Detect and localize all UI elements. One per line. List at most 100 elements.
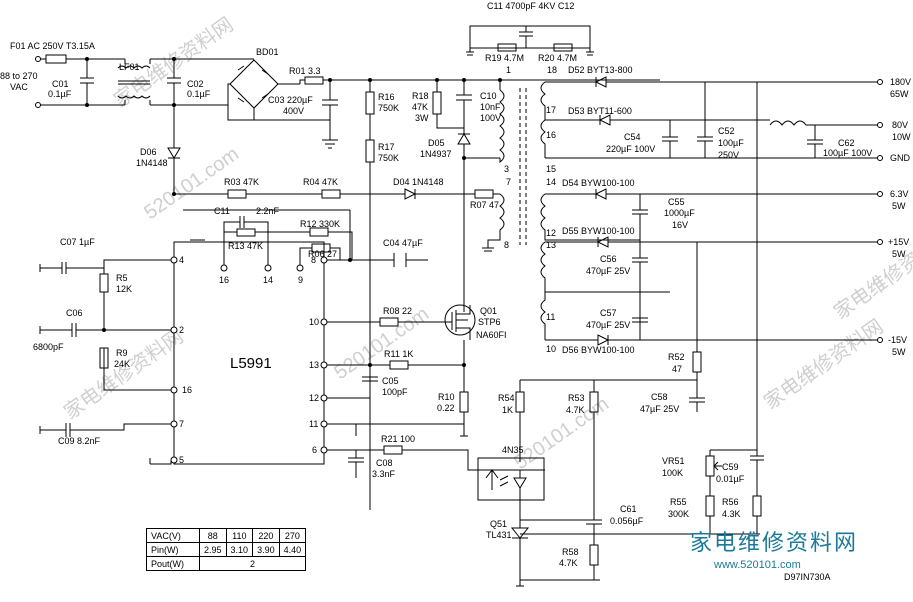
c01-symbol <box>80 59 94 105</box>
c10-label: C10 <box>480 91 497 101</box>
c56-c57-symbol <box>632 242 648 340</box>
tp7: 7 <box>506 177 511 187</box>
ic-pin: 14 <box>263 275 273 285</box>
watermark-text: 家电维修资料网 <box>760 315 888 414</box>
ic-label: L5991 <box>230 355 272 372</box>
ic-pin: 8 <box>311 255 316 265</box>
r56-value: 4.3K <box>722 509 741 519</box>
table-cell: 2 <box>198 556 307 571</box>
bd01-label: BD01 <box>256 47 279 57</box>
r21-label: R21 100 <box>381 434 415 444</box>
r07-label: R07 47 <box>470 200 499 210</box>
d54-symbol <box>545 188 880 200</box>
c56-label: C56 <box>600 254 617 264</box>
r58-label: R58 <box>562 547 579 557</box>
table-cell: 3.90 <box>252 542 280 557</box>
d04-symbol <box>392 188 500 200</box>
table-cell: 270 <box>278 528 307 543</box>
lf01-symbol <box>117 65 151 99</box>
out-80v: 80V <box>892 120 908 130</box>
r13-symbol <box>236 228 256 237</box>
r16-label: R16 <box>378 92 395 102</box>
q01-label: Q01 <box>480 306 497 316</box>
ic-pin: 2 <box>179 325 184 335</box>
table-cell: 3.10 <box>225 542 254 557</box>
out-80v-w: 10W <box>892 132 911 142</box>
r10-symbol <box>459 391 469 413</box>
c04-label: C04 47µF <box>383 238 423 248</box>
d06-label: D06 <box>140 147 157 157</box>
secondary-section: 18 17 16 15 D52 BYT13-800 D53 BYT11-600 … <box>540 65 911 414</box>
c04-symbol <box>327 253 428 267</box>
r12-label: R12 330K <box>300 219 340 229</box>
d55-symbol <box>545 236 880 248</box>
r06-label: R06 27 <box>308 249 337 259</box>
c56-value: 470µF 25V <box>586 266 630 276</box>
c08-value: 3.3nF <box>372 469 396 479</box>
r06-symbol <box>311 243 331 253</box>
input-section: F01 AC 250V T3.15A 88 to 270 VAC C01 0.1… <box>0 41 660 194</box>
c11-label: C11 <box>214 206 230 216</box>
c07-label: C07 1µF <box>60 237 95 247</box>
r53-label: R53 <box>568 393 585 403</box>
out-180v: 180V <box>890 77 911 87</box>
d52-label: D52 BYT13-800 <box>568 65 633 75</box>
brand-url: www.520101.com <box>713 559 801 571</box>
q51-label: Q51 <box>490 519 507 529</box>
tp15: 15 <box>546 164 556 174</box>
aux-winding <box>482 193 505 252</box>
c62-label: C62 <box>838 138 855 148</box>
watermark-text: 家电维修资料网 <box>60 325 188 424</box>
r5-label: R5 <box>116 273 128 283</box>
r18-symbol <box>432 91 442 115</box>
ic-pin: 5 <box>179 455 184 465</box>
lf01-label: LF01 <box>119 62 140 72</box>
r9-symbol <box>99 347 109 369</box>
r17-label: R17 <box>378 142 395 152</box>
q51-part: TL431 <box>486 530 512 540</box>
r55-value: 300K <box>668 509 689 519</box>
r18-value: 47K <box>412 102 428 112</box>
tp11: 11 <box>546 312 555 322</box>
c08-symbol <box>348 450 364 478</box>
d55-label: D55 BYW100-100 <box>562 226 635 236</box>
r10-label: R10 <box>438 392 455 402</box>
vr51-label: VR51 <box>662 456 685 466</box>
ic-pin: 4 <box>179 255 184 265</box>
ic-body <box>173 241 325 465</box>
r03-symbol <box>227 189 247 199</box>
c54-label: C54 <box>624 132 641 142</box>
r54-label: R54 <box>498 393 515 403</box>
r9-value: 24K <box>114 359 130 369</box>
feedback-section: R54 1K R53 4.7K 4N35 C61 0.056µF Q51 TL4… <box>477 82 831 587</box>
r08-label: R08 22 <box>383 306 412 316</box>
c11-value: 2.2nF <box>256 206 280 216</box>
d05-label: D05 <box>428 138 445 148</box>
c59-label: C59 <box>722 462 739 472</box>
r52-symbol <box>692 351 702 373</box>
r58-symbol <box>589 544 599 566</box>
c07-symbol <box>39 259 171 274</box>
input-vac-label: VAC <box>10 82 28 92</box>
r16-symbol <box>365 91 375 115</box>
r11-symbol <box>389 360 409 370</box>
ic-pin: 10 <box>309 317 319 327</box>
c10-value: 10nF <box>480 102 501 112</box>
ic-l5991: L5991 4 2 16 7 5 16 14 9 8 10 13 12 11 6… <box>33 237 545 479</box>
input-range-label: 88 to 270 <box>0 71 38 81</box>
output-terminals: 180V 65W 80V 10W GND 6.3V 5W +15V 5W -15… <box>877 77 911 357</box>
tp8: 8 <box>504 240 509 250</box>
c61-value: 0.056µF <box>610 516 644 526</box>
table-cell: 220 <box>252 528 280 543</box>
q01-suffix: NA60FI <box>476 330 507 340</box>
q51-symbol <box>510 520 760 580</box>
r56-label: R56 <box>722 497 739 507</box>
r52-value: 47 <box>672 364 682 374</box>
d04-label: D04 1N4148 <box>393 177 444 187</box>
c09-label: C09 8.2nF <box>58 436 101 446</box>
r04-symbol <box>321 189 341 199</box>
out-n15v: -15V <box>888 335 907 345</box>
tp16: 16 <box>546 130 556 140</box>
tp13: 13 <box>546 240 556 250</box>
